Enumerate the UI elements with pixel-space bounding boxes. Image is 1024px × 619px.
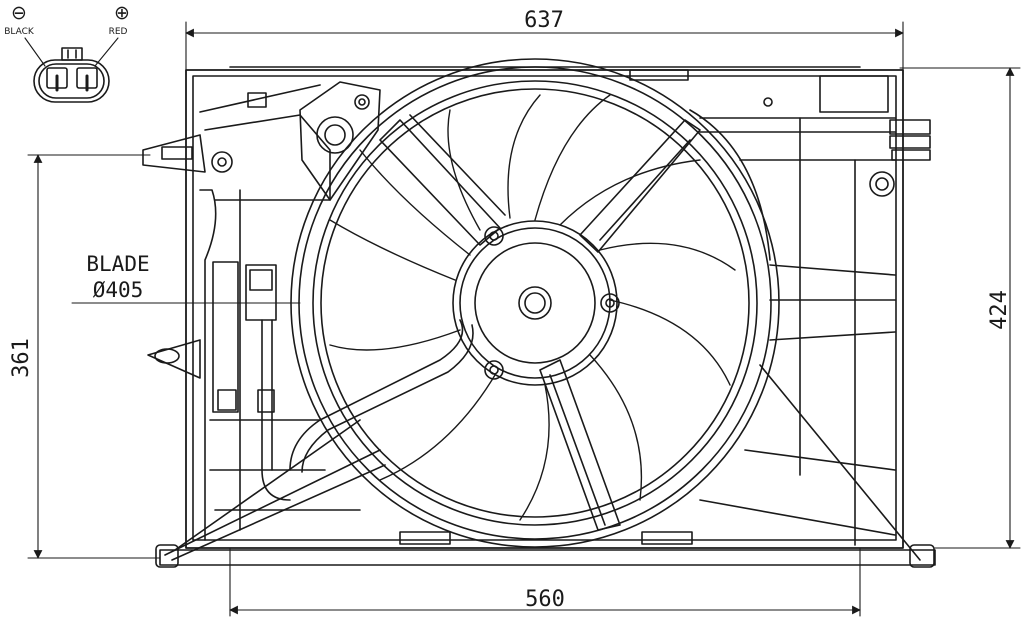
dimension-right xyxy=(899,67,1021,549)
right-side-structure xyxy=(689,97,931,561)
blade-label: BLADE xyxy=(86,252,149,276)
dimension-left-label: 361 xyxy=(9,338,34,378)
shroud-frame xyxy=(155,66,936,568)
dimension-bottom xyxy=(229,547,861,617)
dimension-top-label: 637 xyxy=(524,8,564,33)
fan-ring xyxy=(290,58,780,548)
fan-blades xyxy=(329,94,736,521)
blade-diameter: Ø405 xyxy=(93,278,144,302)
connector-positive-label: RED xyxy=(109,27,128,37)
motor-hub xyxy=(452,220,620,386)
left-side-structure xyxy=(199,84,361,541)
left-mount-lower xyxy=(147,339,201,379)
dimension-bottom-label: 560 xyxy=(525,587,565,612)
connector-negative-icon: ⊖ xyxy=(11,2,27,24)
dimension-left xyxy=(27,154,161,559)
motor-spokes xyxy=(379,114,701,531)
connector-positive-icon: ⊕ xyxy=(114,2,130,24)
left-mount-upper xyxy=(142,134,233,173)
dimension-top xyxy=(185,21,904,76)
dimension-right-label: 424 xyxy=(987,290,1012,330)
connector-plug xyxy=(24,37,119,103)
lower-braces xyxy=(164,419,386,561)
resistor-module xyxy=(299,81,381,201)
wiring-harness xyxy=(261,319,474,501)
connector-negative-label: BLACK xyxy=(4,27,35,37)
